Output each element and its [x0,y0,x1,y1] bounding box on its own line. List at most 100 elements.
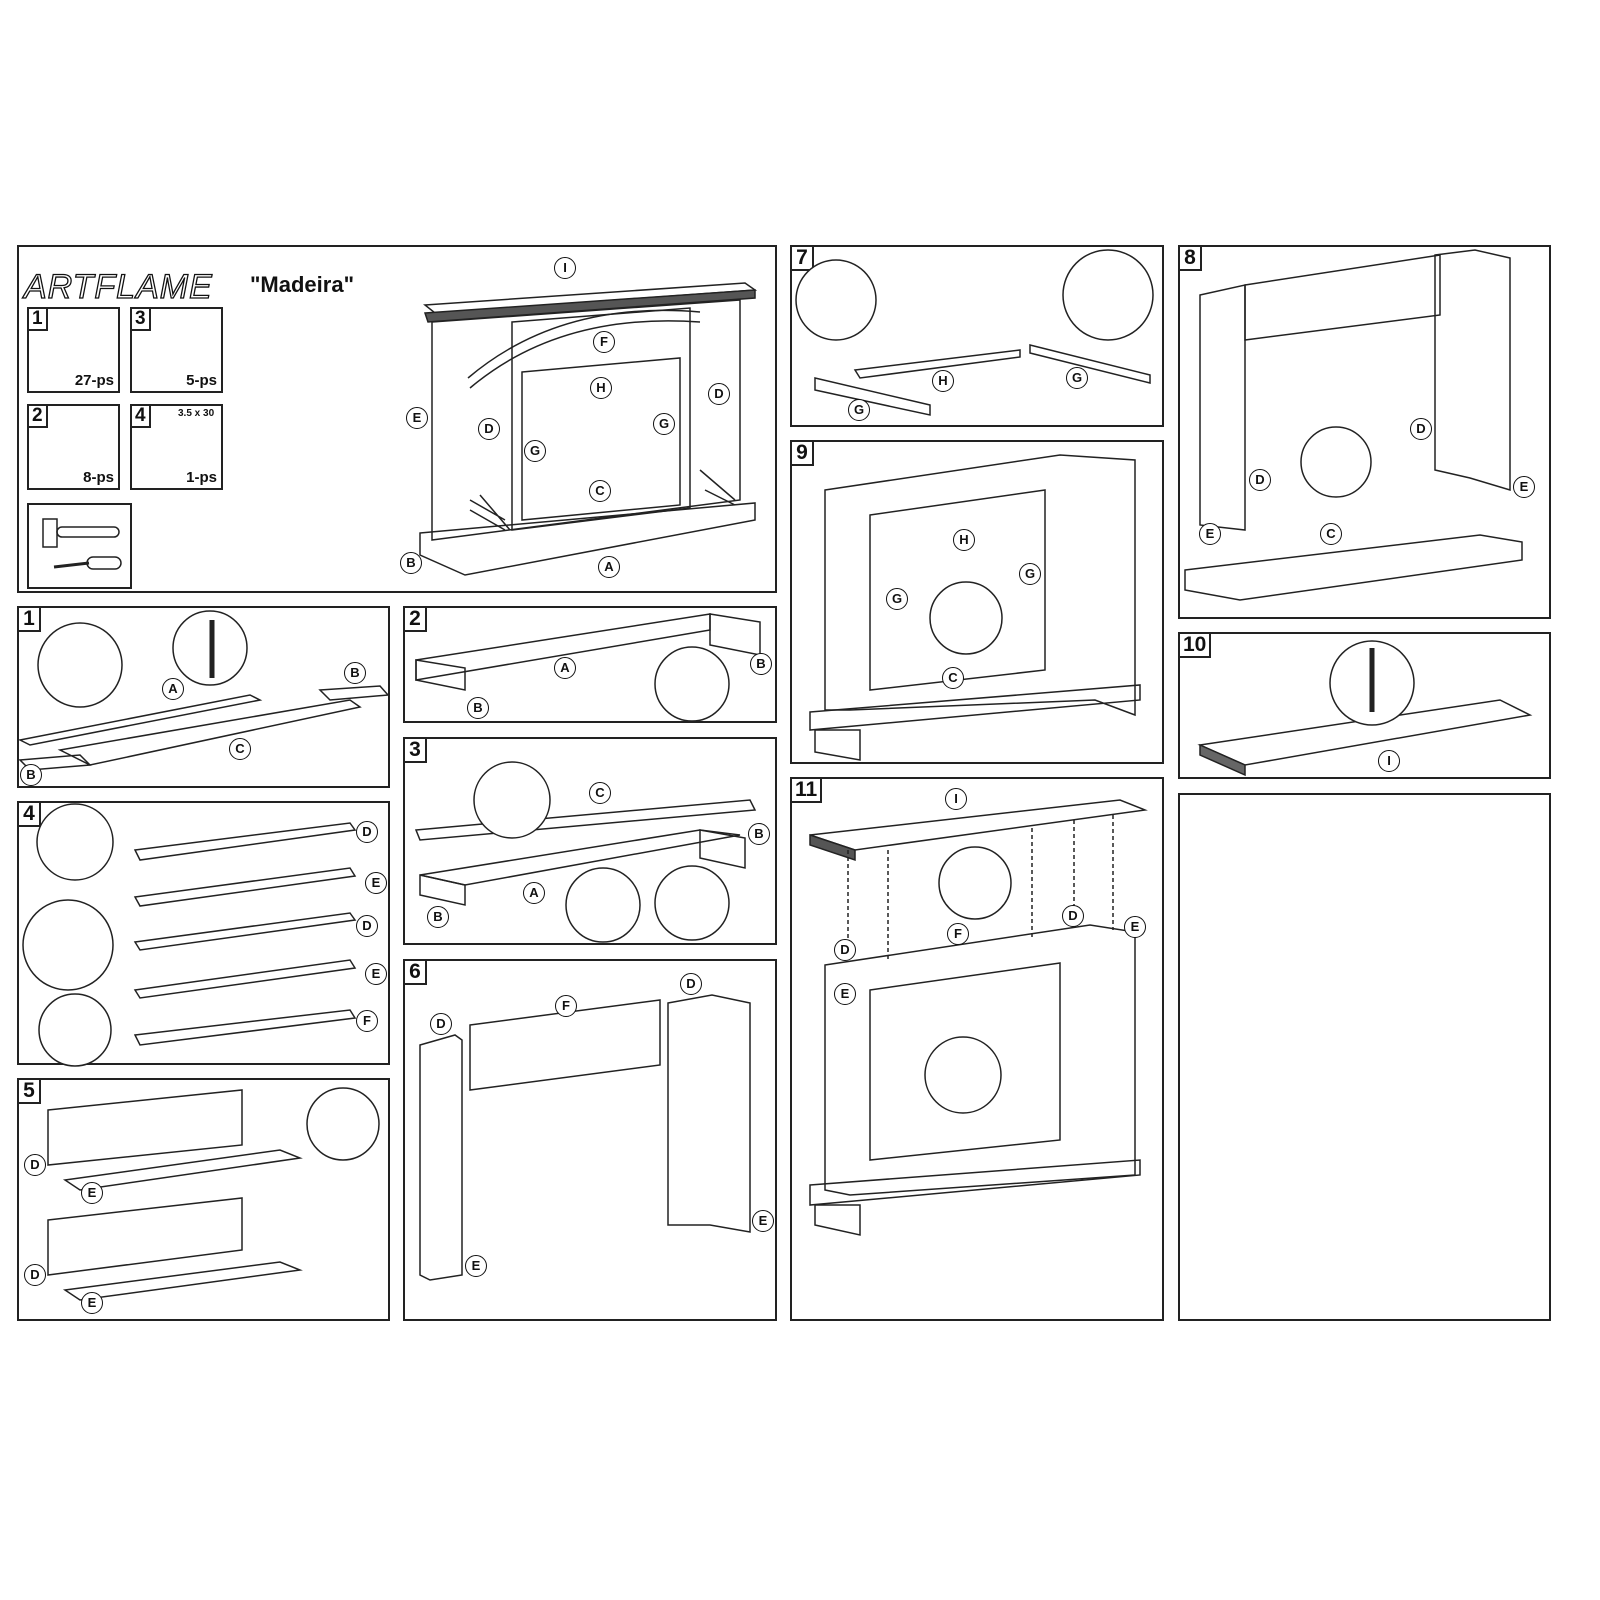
part-label: E [81,1182,103,1204]
part-label: E [1199,523,1221,545]
part-label: G [848,399,870,421]
part-label-g: G [524,440,546,462]
part-label: F [555,995,577,1017]
part-label: C [942,667,964,689]
model-name: "Madeira" [250,272,355,297]
part-label: C [589,782,611,804]
step-11-drawing [810,800,1145,1235]
step-number: 7 [790,245,814,271]
step-10-panel: 10 [1178,632,1551,779]
part-label: D [356,821,378,843]
part-label: D [356,915,378,937]
part-label: B [20,764,42,786]
part-label: E [834,983,856,1005]
part-label: D [834,939,856,961]
step-9-panel: 9 [790,440,1164,764]
step-number: 9 [790,440,814,466]
part-label: E [752,1210,774,1232]
fireplace-overview-drawing [420,283,755,575]
part-label: E [365,963,387,985]
step-2-drawing [416,614,760,721]
step-1-drawing [20,611,388,770]
step-5-drawing [48,1088,379,1300]
part-label-a: A [598,556,620,578]
part-label: A [523,882,545,904]
part-label-g: G [653,413,675,435]
step-number: 5 [17,1078,41,1104]
part-label: D [24,1264,46,1286]
step-8-panel: 8 [1178,245,1551,619]
part-label: E [1124,916,1146,938]
screwdriver-icon [29,505,129,585]
part-label: E [1513,476,1535,498]
step-4-panel: 4 [17,801,390,1065]
part-label: D [680,973,702,995]
part-label: A [162,678,184,700]
part-label-d: D [708,383,730,405]
part-label: H [932,370,954,392]
step-number: 3 [403,737,427,763]
step-8-drawing [1185,250,1522,600]
step-number: 1 [17,606,41,632]
part-label: B [750,653,772,675]
part-label-f: F [593,331,615,353]
part-label-b: B [400,552,422,574]
step-1-panel: 1 [17,606,390,788]
part-label: F [947,923,969,945]
step-6-drawing [420,995,750,1280]
step-4-drawing [23,804,355,1066]
part-label: C [1320,523,1342,545]
part-label: I [945,788,967,810]
part-label: D [430,1013,452,1035]
step-2-panel: 2 [403,606,777,723]
step-9-drawing [810,455,1140,760]
part-label: D [24,1154,46,1176]
part-label: G [1066,367,1088,389]
part-label: I [1378,750,1400,772]
part-label: F [356,1010,378,1032]
part-label: D [1062,905,1084,927]
step-7-drawing [796,250,1153,415]
part-label: H [953,529,975,551]
part-label: G [886,588,908,610]
part-label: B [344,662,366,684]
part-label: B [467,697,489,719]
part-label: G [1019,563,1041,585]
part-label: B [427,906,449,928]
part-label: E [365,872,387,894]
step-10-drawing [1200,641,1530,775]
hammer-icon [29,505,129,585]
step-number: 8 [1178,245,1202,271]
step-3-panel: 3 [403,737,777,945]
step-number: 2 [403,606,427,632]
step-number: 11 [790,777,823,803]
overview-panel [17,245,777,593]
step-11-panel: 11 [790,777,1164,1321]
step-7-panel: 7 [790,245,1164,427]
empty-panel [1178,793,1551,1321]
step-6-panel: 6 [403,959,777,1321]
part-label-c: C [589,480,611,502]
step-number: 6 [403,959,427,985]
artflame-logo: ARTFLAME [23,267,213,306]
part-label-h: H [590,377,612,399]
step-number: 10 [1178,632,1212,658]
part-label: D [1410,418,1432,440]
part-label: E [81,1292,103,1314]
step-3-drawing [416,762,755,942]
step-5-panel: 5 [17,1078,390,1321]
part-label: A [554,657,576,679]
step-number: 4 [17,801,41,827]
part-label-e: E [406,407,428,429]
part-label: B [748,823,770,845]
tools-box [27,503,132,589]
part-label-d: D [478,418,500,440]
part-label: D [1249,469,1271,491]
part-label-i: I [554,257,576,279]
part-label: C [229,738,251,760]
